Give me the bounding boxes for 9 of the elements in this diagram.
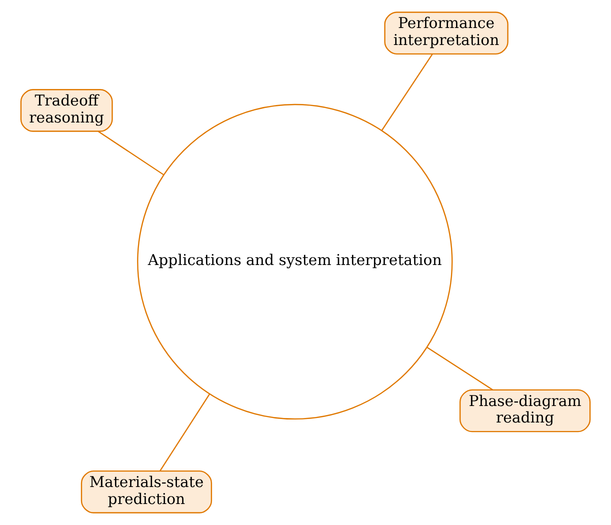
connector	[98, 130, 164, 176]
node-circle: Applications and system interpretation	[137, 104, 453, 420]
connector	[426, 346, 494, 390]
node-box: Phase-diagram reading	[459, 389, 591, 432]
connector	[381, 54, 433, 131]
connector	[160, 394, 210, 472]
node-box: Performance interpretation	[384, 12, 508, 55]
node-box: Materials-state prediction	[80, 470, 212, 514]
node-box: Tradeoff reasoning	[20, 89, 113, 132]
